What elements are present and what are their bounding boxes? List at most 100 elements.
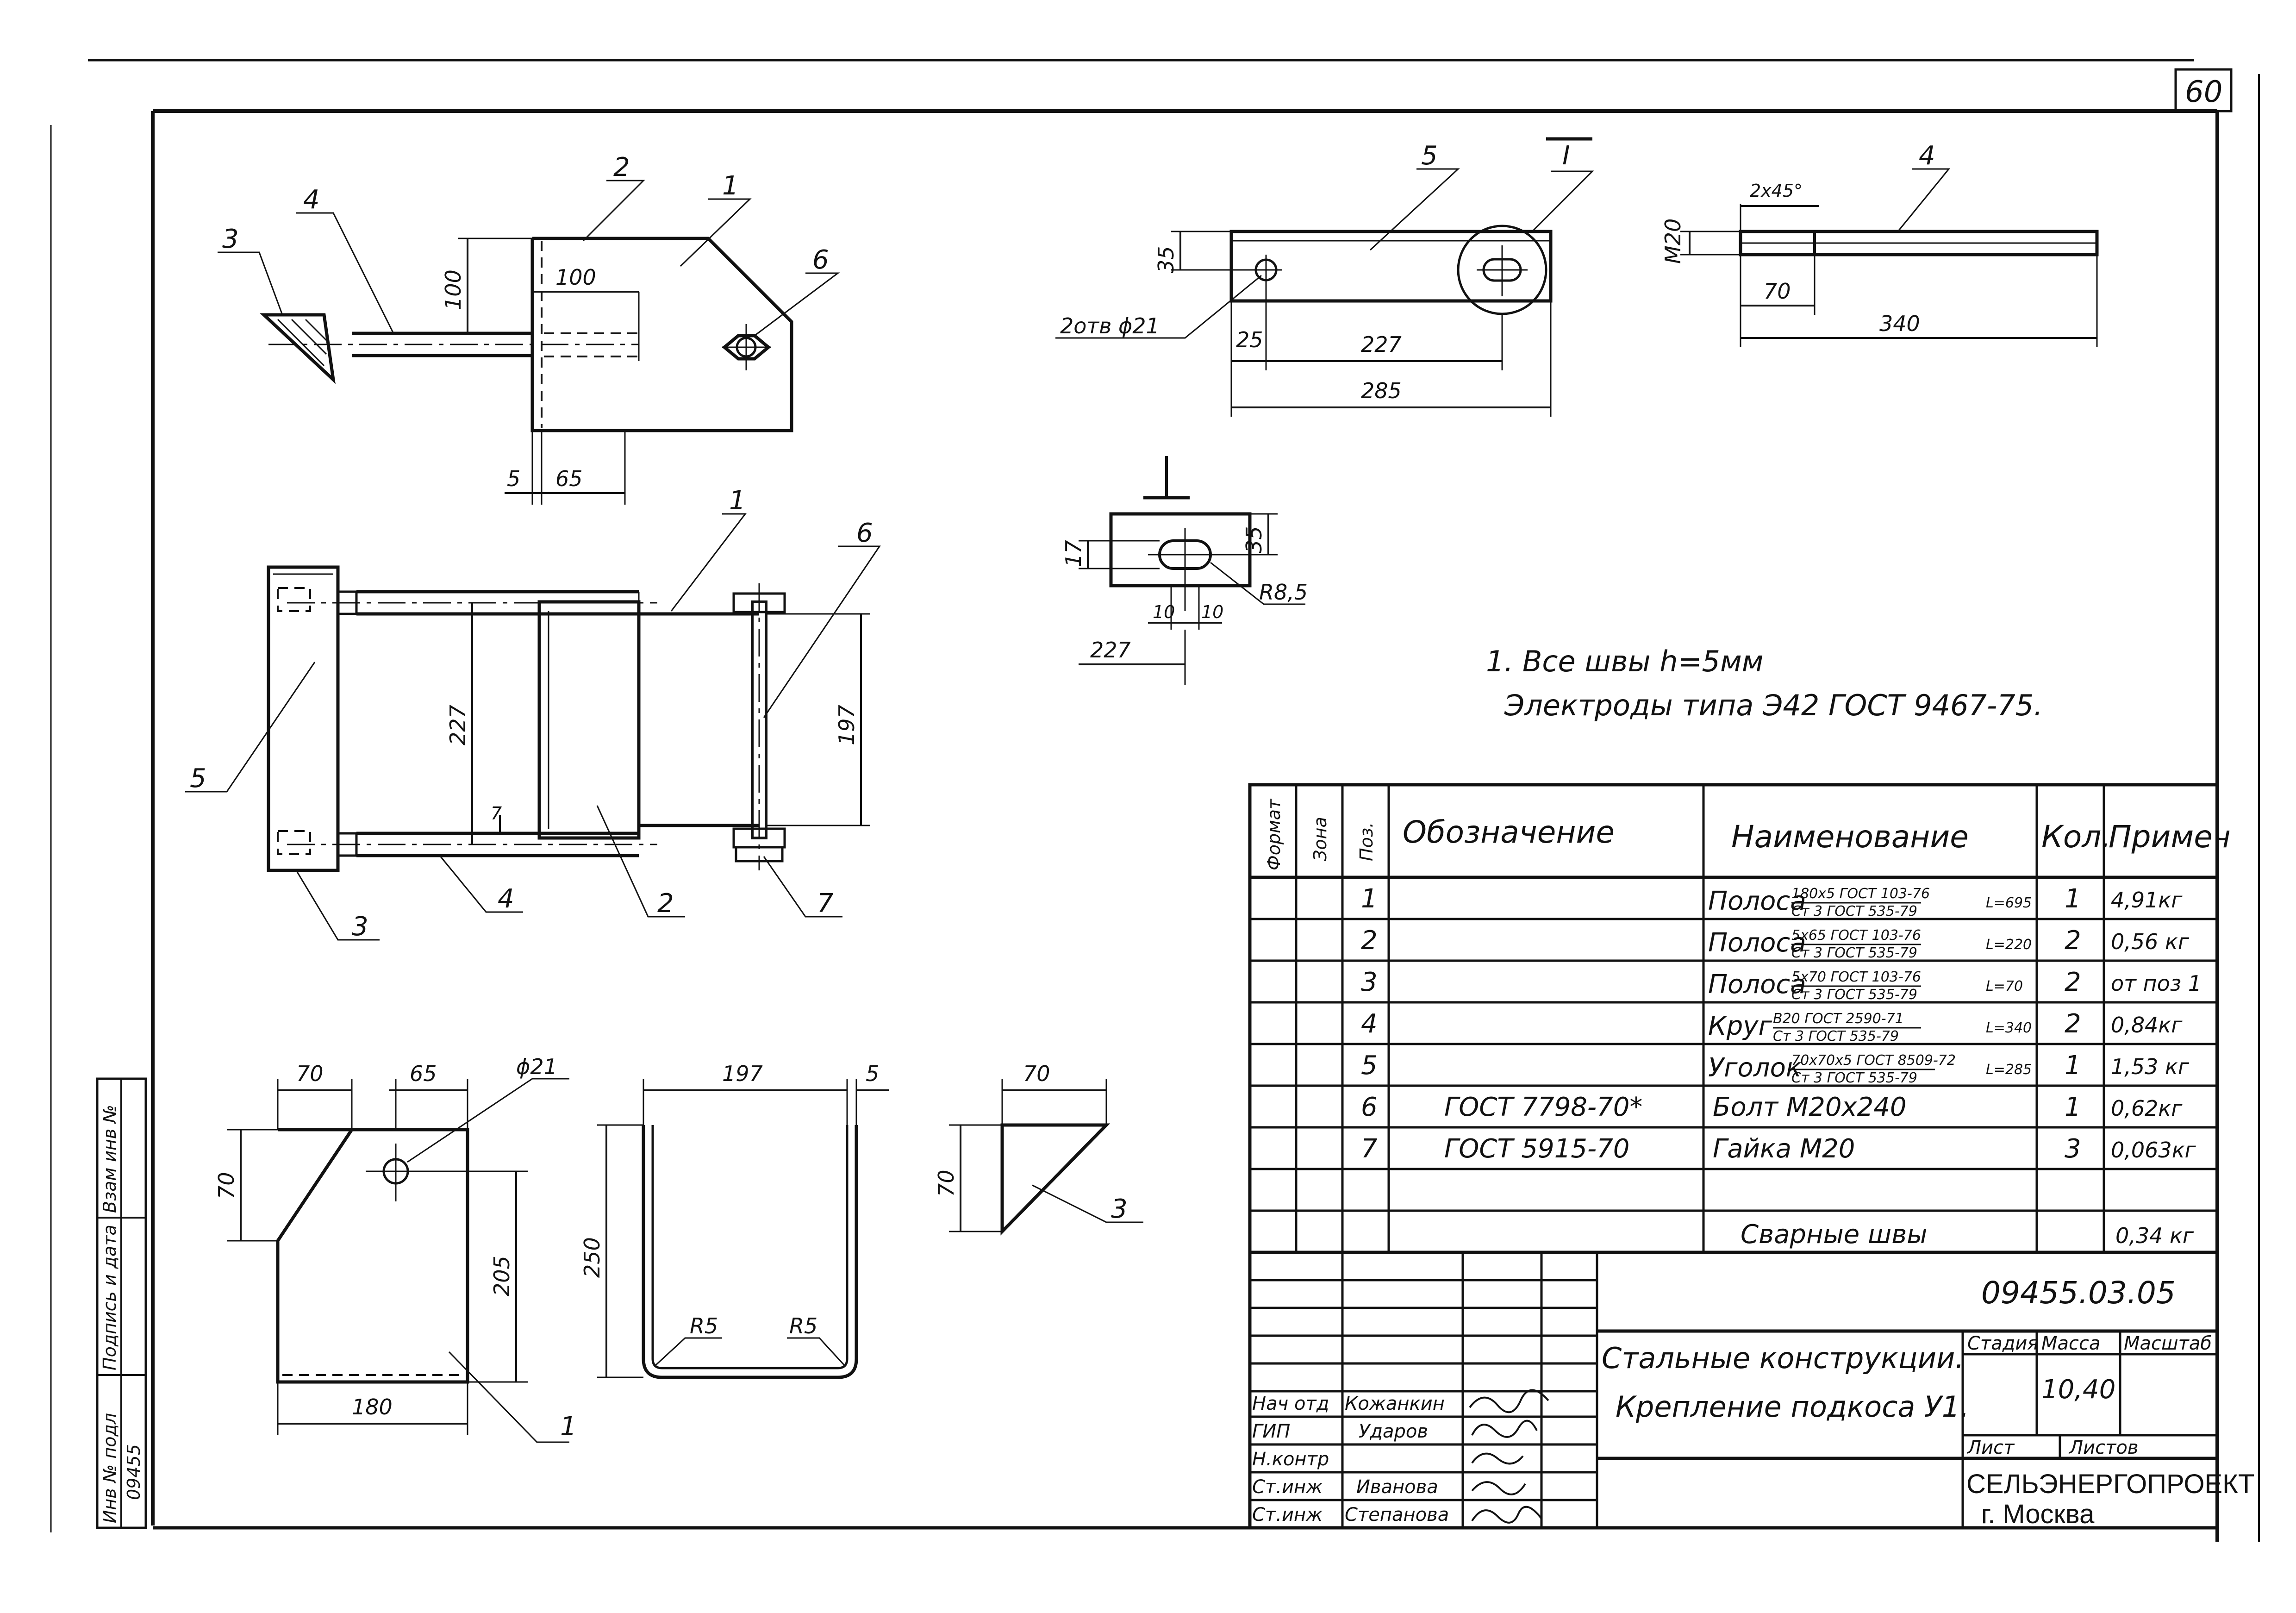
dim-tr-chamfer: 2х45° xyxy=(1750,181,1803,201)
sig-2-name: Ударов xyxy=(1359,1421,1428,1442)
dim-dI-10b: 10 xyxy=(1201,602,1223,622)
side-stamp: Взам инв № Подпись и дата Инв № подл 094… xyxy=(96,1077,147,1529)
view-top-middle: 35 25 227 285 5 I 2отв ϕ21 xyxy=(1055,137,1594,417)
row-2-qty: 2 xyxy=(2065,925,2081,956)
tm-hole-callout: 2отв ϕ21 xyxy=(1060,313,1160,338)
tl-pos-6: 6 xyxy=(812,245,829,275)
row-7-pos: 7 xyxy=(1361,1134,1378,1164)
dim-p1-70a: 70 xyxy=(296,1061,324,1086)
plan-pos-2: 2 xyxy=(657,888,674,919)
dim-a3-70b: 70 xyxy=(934,1169,959,1197)
plan-pos-5: 5 xyxy=(190,763,206,794)
dim-plan-227: 227 xyxy=(445,705,470,745)
dim-b2-r5b: R5 xyxy=(789,1313,817,1338)
plan-pos-6: 6 xyxy=(856,518,873,548)
row-1-note: 4,91кг xyxy=(2111,888,2183,913)
dim-b2-250: 250 xyxy=(580,1237,605,1278)
sheet-frame: 60 xyxy=(50,59,2260,1542)
row-3-note: от поз 1 xyxy=(2111,971,2202,996)
dim-dI-r85: R8,5 xyxy=(1259,580,1308,605)
title-block: 09455.03.05 Стальные конструкции. Крепле… xyxy=(1248,1250,2254,1530)
row-5-length: L=285 xyxy=(1986,1062,2032,1078)
mass-value: 10,40 xyxy=(2041,1375,2115,1405)
dim-plan-7: 7 xyxy=(491,803,502,824)
sig-4-name: Иванова xyxy=(1356,1476,1438,1498)
sheets-label: Листов xyxy=(2068,1437,2138,1458)
plan-pos-4: 4 xyxy=(498,884,514,914)
row-5-name: Уголок xyxy=(1708,1053,1802,1083)
spec-row: 2 Полоса 5х65 ГОСТ 103-76 Ст 3 ГОСТ 535-… xyxy=(1361,925,2190,961)
hdr-format: Формат xyxy=(1264,798,1284,870)
row-9-note: 0,34 кг xyxy=(2115,1223,2194,1248)
spec-row: 6 ГОСТ 7798-70* Болт М20х240 1 0,62кг xyxy=(1361,1092,2183,1122)
row-1-name-bottom: Ст 3 ГОСТ 535-79 xyxy=(1791,903,1917,919)
stage-label: Стадия xyxy=(1967,1333,2038,1354)
row-5-qty: 1 xyxy=(2065,1050,2081,1081)
sheet-label: Лист xyxy=(1966,1437,2015,1458)
plan-pos-7: 7 xyxy=(817,888,834,919)
doc-code: 09455.03.05 xyxy=(1981,1275,2176,1311)
mass-label: Масса xyxy=(2041,1333,2101,1354)
row-7-qty: 3 xyxy=(2065,1134,2081,1164)
plan-pos-3: 3 xyxy=(352,912,368,942)
row-4-name-bottom: Ст 3 ГОСТ 535-79 xyxy=(1773,1028,1899,1044)
side-inv-label: Инв № подл xyxy=(100,1413,120,1523)
signature-row: ГИП Ударов xyxy=(1252,1419,1538,1442)
spec-row: 7 ГОСТ 5915-70 Гайка М20 3 0,063кг xyxy=(1361,1134,2196,1164)
sig-5-name: Степанова xyxy=(1345,1504,1449,1525)
signature-row: Нач отд Кожанкин xyxy=(1252,1389,1549,1414)
view-top-right: М20 2х45° 70 340 4 xyxy=(1660,141,2099,347)
row-1-name: Полоса xyxy=(1708,886,1806,916)
dim-tm-285: 285 xyxy=(1361,378,1402,403)
row-3-pos: 3 xyxy=(1361,967,1378,997)
sheet-number: 60 xyxy=(2185,75,2222,109)
title-line-2: Крепление подкоса У1. xyxy=(1616,1390,1969,1424)
dim-tr-340: 340 xyxy=(1879,311,1920,336)
p1-pos-1: 1 xyxy=(560,1412,577,1442)
row-3-length: L=70 xyxy=(1986,978,2023,994)
a3-pos-3: 3 xyxy=(1111,1194,1128,1224)
note-line-1: 1. Все швы h=5мм xyxy=(1486,644,1764,678)
side-inv-value: 09455 xyxy=(124,1444,144,1500)
dim-p1-65: 65 xyxy=(410,1061,437,1086)
view-angle-3: 70 70 3 xyxy=(934,1061,1143,1236)
dim-tl-65: 65 xyxy=(555,466,583,491)
row-3-name: Полоса xyxy=(1708,969,1806,1000)
row-3-name-top: 5х70 ГОСТ 103-76 xyxy=(1791,969,1921,985)
row-6-pos: 6 xyxy=(1361,1092,1378,1122)
row-4-name: Круг xyxy=(1708,1011,1772,1041)
general-notes: 1. Все швы h=5мм Электроды типа Э42 ГОСТ… xyxy=(1486,644,2043,722)
row-5-pos: 5 xyxy=(1361,1050,1378,1081)
hdr-pos: Поз. xyxy=(1356,822,1377,861)
dim-dI-17: 17 xyxy=(1061,540,1086,567)
tm-pos-5: 5 xyxy=(1421,141,1438,171)
city: г. Москва xyxy=(1981,1499,2095,1529)
row-1-name-top: 180х5 ГОСТ 103-76 xyxy=(1791,886,1930,902)
spec-table: Формат Зона Поз. Обозначение Наименовани… xyxy=(1248,783,2231,1254)
dim-b2-5: 5 xyxy=(866,1061,879,1086)
title-line-1: Стальные конструкции. xyxy=(1602,1341,1964,1375)
tr-pos-4: 4 xyxy=(1919,141,1935,171)
row-2-length: L=220 xyxy=(1986,937,2032,953)
row-9-name: Сварные швы xyxy=(1741,1219,1928,1250)
row-6-designation: ГОСТ 7798-70* xyxy=(1444,1092,1642,1122)
hdr-qty: Кол. xyxy=(2041,819,2111,855)
side-sign-label: Подпись и дата xyxy=(100,1225,120,1370)
row-1-pos: 1 xyxy=(1361,884,1378,914)
plan-pos-1: 1 xyxy=(729,486,746,516)
tl-pos-2: 2 xyxy=(613,152,630,182)
hdr-name: Наименование xyxy=(1731,819,1969,855)
signature-row: Ст.инж Степанова xyxy=(1252,1504,1542,1525)
dim-p1-d21: ϕ21 xyxy=(516,1054,557,1079)
dim-tm-35: 35 xyxy=(1154,246,1179,273)
spec-row: 3 Полоса 5х70 ГОСТ 103-76 Ст 3 ГОСТ 535-… xyxy=(1361,967,2202,1003)
signature-row: Ст.инж Иванова xyxy=(1252,1476,1526,1498)
sig-3-role: Н.контр xyxy=(1252,1449,1329,1470)
signature-row: Н.контр xyxy=(1252,1449,1524,1470)
view-plan: 227 197 7 1 6 5 3 4 2 7 xyxy=(185,486,881,942)
tl-pos-3: 3 xyxy=(222,224,239,254)
row-5-name-top: 70х70х5 ГОСТ 8509-72 xyxy=(1791,1052,1956,1069)
row-7-designation: ГОСТ 5915-70 xyxy=(1444,1134,1629,1164)
dim-tl-5: 5 xyxy=(507,466,520,491)
row-7-name: Гайка М20 xyxy=(1713,1134,1855,1164)
